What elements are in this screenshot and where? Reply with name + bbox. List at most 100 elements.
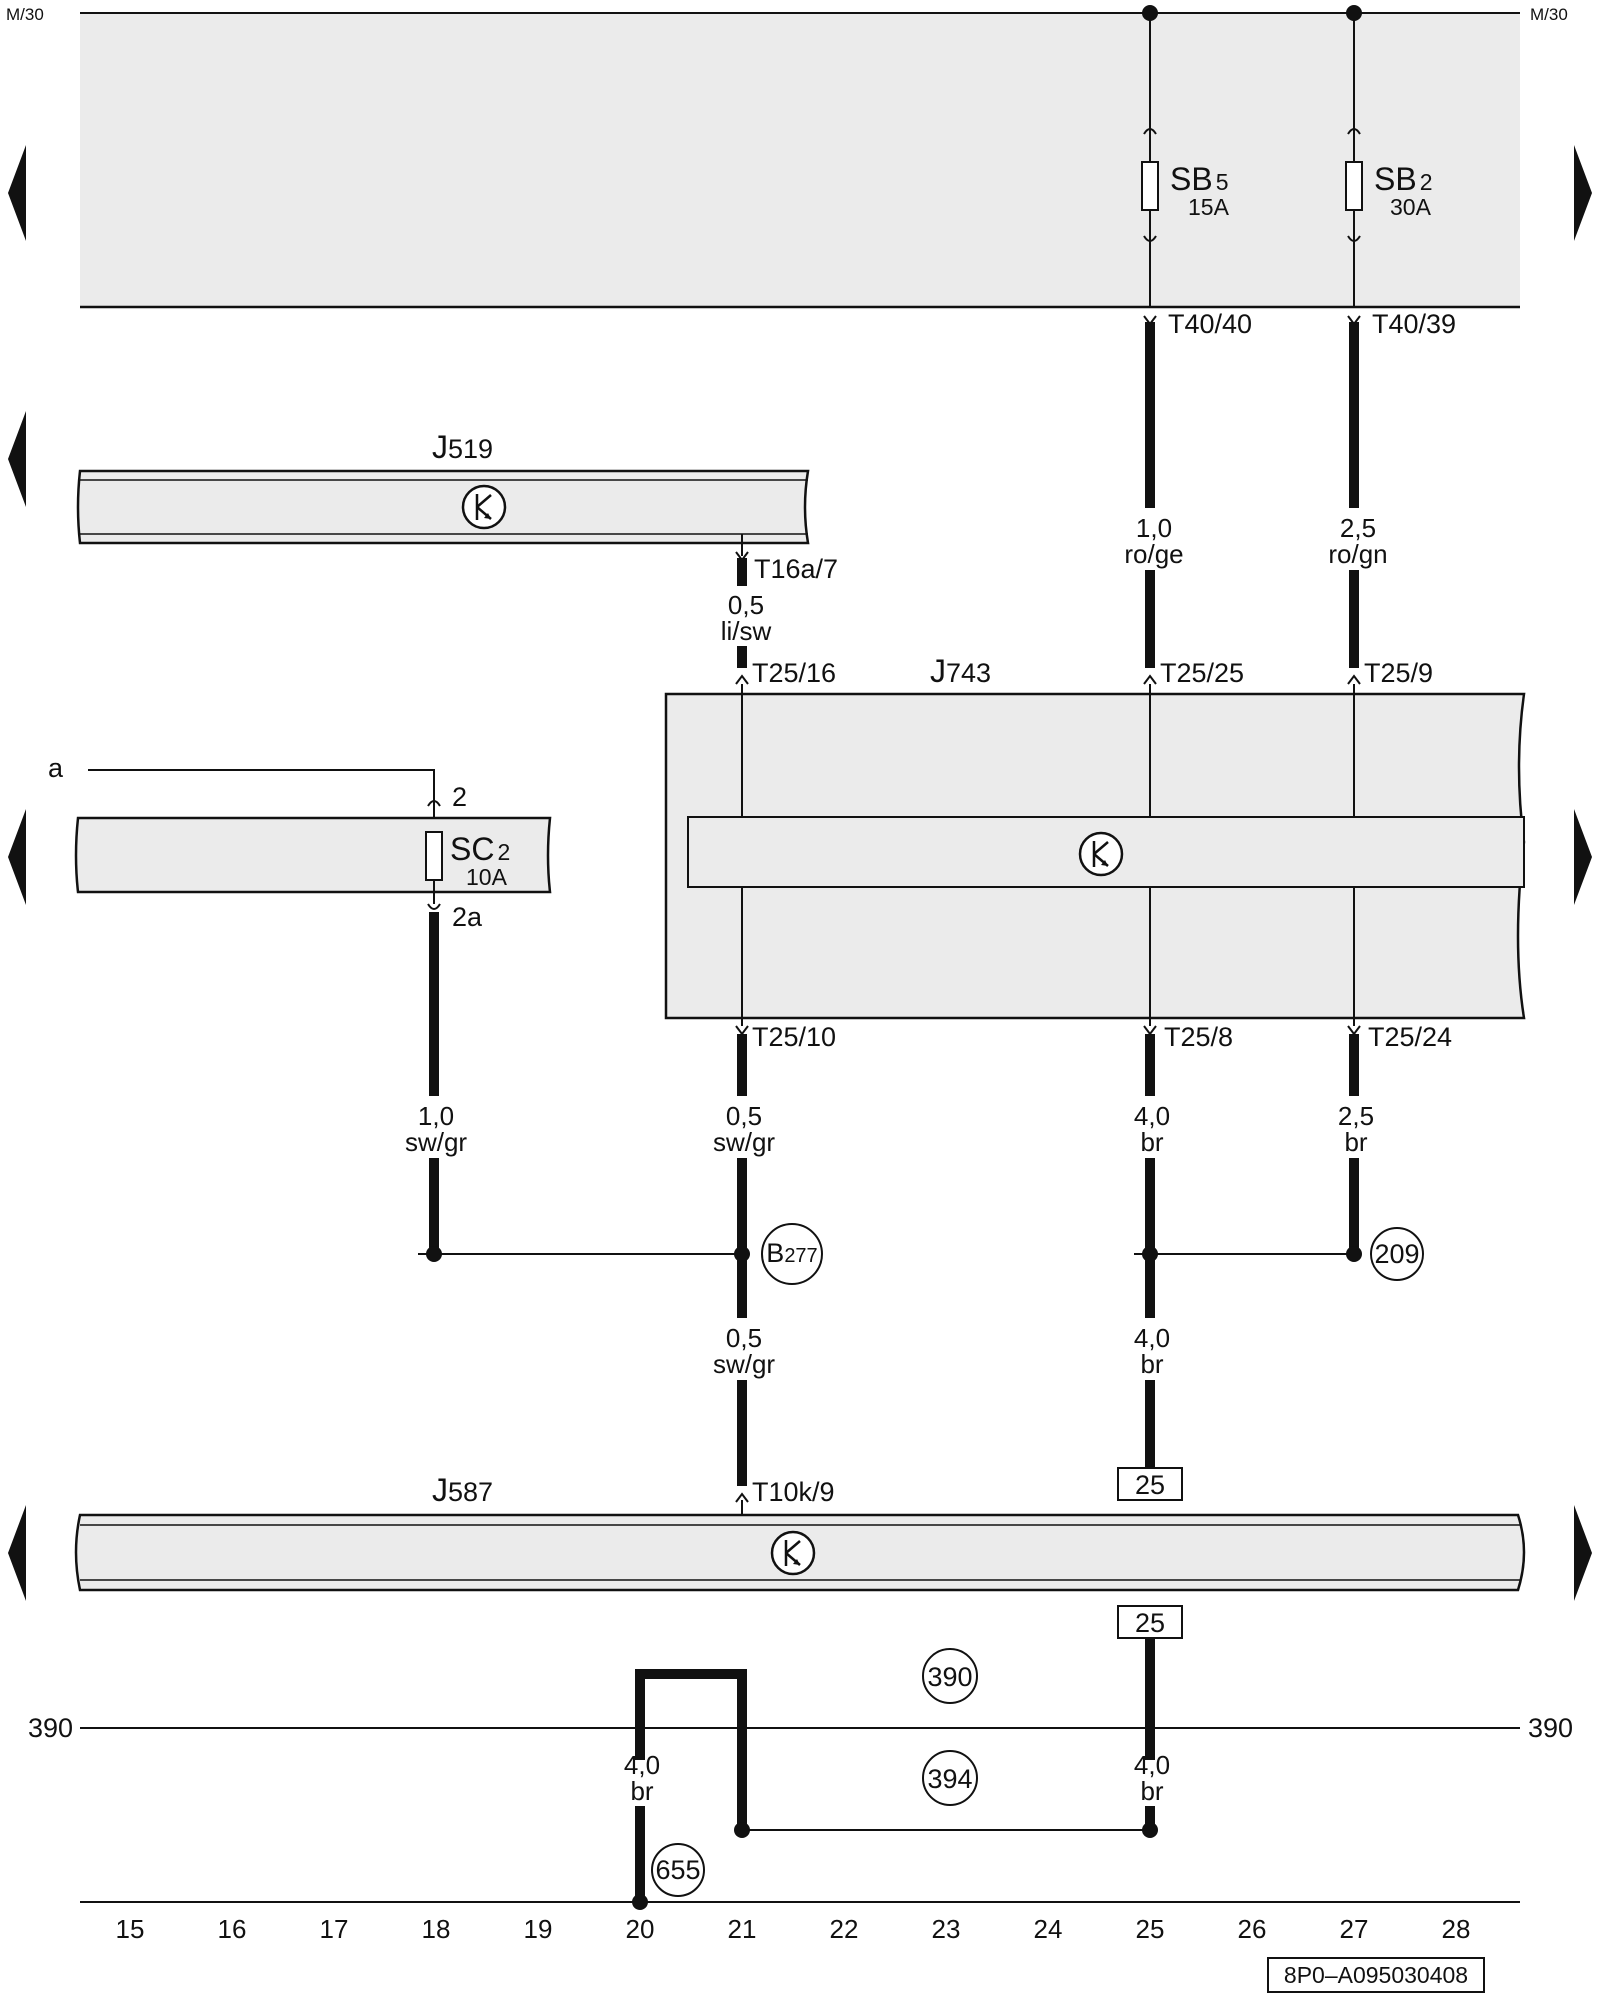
wire-sw-gr-color: sw/gr [713, 1127, 775, 1157]
wire-br-bridge [635, 1669, 747, 1830]
wire-sw-gr-sc2-color: sw/gr [405, 1127, 467, 1157]
wire-br-4-size: 4,0 [1134, 1101, 1170, 1131]
wire-sw-gr-sc2-size: 1,0 [418, 1101, 454, 1131]
component-j587-label: J587 [432, 1472, 493, 1508]
component-j519-label: J519 [432, 429, 493, 465]
ref-b277-label: B277 [766, 1238, 817, 1268]
ref-655-circle [651, 1843, 705, 1897]
wire-br-4-color: br [1140, 1127, 1163, 1157]
wire-br-bridge-color: br [630, 1776, 653, 1806]
column-number: 19 [524, 1914, 553, 1944]
ref-390-label: 390 [927, 1662, 972, 1692]
next-page-arrow-icon[interactable] [1574, 145, 1592, 241]
pin-t25-9: T25/9 [1364, 658, 1433, 688]
pin-t40-39: T40/39 [1372, 309, 1456, 339]
ref-box-25-bottom-label: 25 [1135, 1608, 1165, 1638]
junction-dot [734, 1822, 750, 1838]
pin-t25-8: T25/8 [1164, 1022, 1233, 1052]
column-number: 21 [728, 1914, 757, 1944]
connector-mark [1347, 128, 1361, 135]
next-page-arrow-icon[interactable] [1574, 1505, 1592, 1601]
column-number: 26 [1238, 1914, 1267, 1944]
column-number: 22 [830, 1914, 859, 1944]
ref-394-circle [922, 1750, 978, 1806]
ref-b277-circle [761, 1223, 823, 1285]
component-j743-label: J743 [930, 653, 991, 689]
junction-dot [1142, 1822, 1158, 1838]
fuse-sc2-symbol [425, 831, 443, 881]
m30-label-right: M/30 [1530, 5, 1568, 24]
junction-dot [426, 1246, 442, 1262]
connector-mark [427, 903, 441, 910]
fuse-carrier-area [80, 14, 1520, 307]
fuse-sc2-rating: 10A [466, 864, 508, 890]
ref-box-25-top [1117, 1467, 1183, 1501]
fuse-sb2-rating: 30A [1390, 194, 1432, 220]
control-unit-icon [461, 484, 507, 530]
wire-ro-gn-size: 2,5 [1340, 513, 1376, 543]
prev-page-arrow-icon[interactable] [8, 145, 26, 241]
ref-209-label: 209 [1374, 1239, 1419, 1269]
wire-br-25-color: br [1344, 1127, 1367, 1157]
column-number: 27 [1340, 1914, 1369, 1944]
pin-t10k-9: T10k/9 [752, 1477, 835, 1507]
connector-mark [1143, 1025, 1157, 1036]
ref-box-25-top-label: 25 [1135, 1470, 1165, 1500]
wire-ro-ge-size: 1,0 [1136, 513, 1172, 543]
column-number: 18 [422, 1914, 451, 1944]
ref-394-label: 394 [927, 1764, 972, 1794]
connector-mark [735, 674, 749, 685]
wire-br-25-size: 2,5 [1338, 1101, 1374, 1131]
connector-mark [427, 800, 441, 807]
sc2-pin-out: 2a [452, 902, 483, 932]
prev-page-arrow-icon[interactable] [8, 809, 26, 905]
rail-390-label-left: 390 [28, 1713, 73, 1743]
wire-br-25-ground-size: 4,0 [1134, 1750, 1170, 1780]
prev-page-arrow-icon[interactable] [8, 411, 26, 507]
wire-br-4-ground-color: br [1140, 1349, 1163, 1379]
fuse-sb5-symbol [1141, 161, 1159, 211]
wire-ro-ge-color: ro/ge [1124, 539, 1183, 569]
doc-id-label: 8P0–A095030408 [1284, 1962, 1468, 1988]
column-number: 20 [626, 1914, 655, 1944]
connector-mark [1347, 1025, 1361, 1036]
pin-t25-10: T25/10 [752, 1022, 836, 1052]
column-number: 16 [218, 1914, 247, 1944]
ref-209-circle [1370, 1227, 1424, 1281]
pin-t40-40: T40/40 [1168, 309, 1252, 339]
wire-li-sw-color: li/sw [721, 616, 772, 646]
pin-t16a-7: T16a/7 [754, 554, 838, 584]
pin-t25-16: T25/16 [752, 658, 836, 688]
m30-label-left: M/30 [6, 5, 44, 24]
wire-ro-gn-color: ro/gn [1328, 539, 1387, 569]
column-number: 17 [320, 1914, 349, 1944]
connector-mark [735, 1492, 749, 1503]
sc2-pin-in: 2 [452, 782, 467, 812]
ref-box-25-bottom [1117, 1605, 1183, 1639]
ref-a-label: a [48, 753, 64, 783]
column-number: 15 [116, 1914, 145, 1944]
column-number: 25 [1136, 1914, 1165, 1944]
junction-dot [1346, 1246, 1362, 1262]
column-numbers: 15 16 17 18 19 20 21 22 23 24 25 26 27 2… [116, 1914, 1471, 1944]
connector-mark [1143, 674, 1157, 685]
rail-390-label-right: 390 [1528, 1713, 1573, 1743]
control-unit-icon [1078, 831, 1124, 877]
column-number: 23 [932, 1914, 961, 1944]
column-number: 28 [1442, 1914, 1471, 1944]
connector-mark [1143, 128, 1157, 135]
fuse-sb5-rating: 15A [1188, 194, 1230, 220]
next-page-arrow-icon[interactable] [1574, 809, 1592, 905]
fuse-sb2-symbol [1345, 161, 1363, 211]
wire-sw-gr-size: 0,5 [726, 1101, 762, 1131]
prev-page-arrow-icon[interactable] [8, 1505, 26, 1601]
doc-id-box [1267, 1957, 1485, 1993]
wire-br-4-ground-size: 4,0 [1134, 1323, 1170, 1353]
wire-sw-gr-j587-size: 0,5 [726, 1323, 762, 1353]
wire-br-25-ground-color: br [1140, 1776, 1163, 1806]
wire-sw-gr-j587-color: sw/gr [713, 1349, 775, 1379]
